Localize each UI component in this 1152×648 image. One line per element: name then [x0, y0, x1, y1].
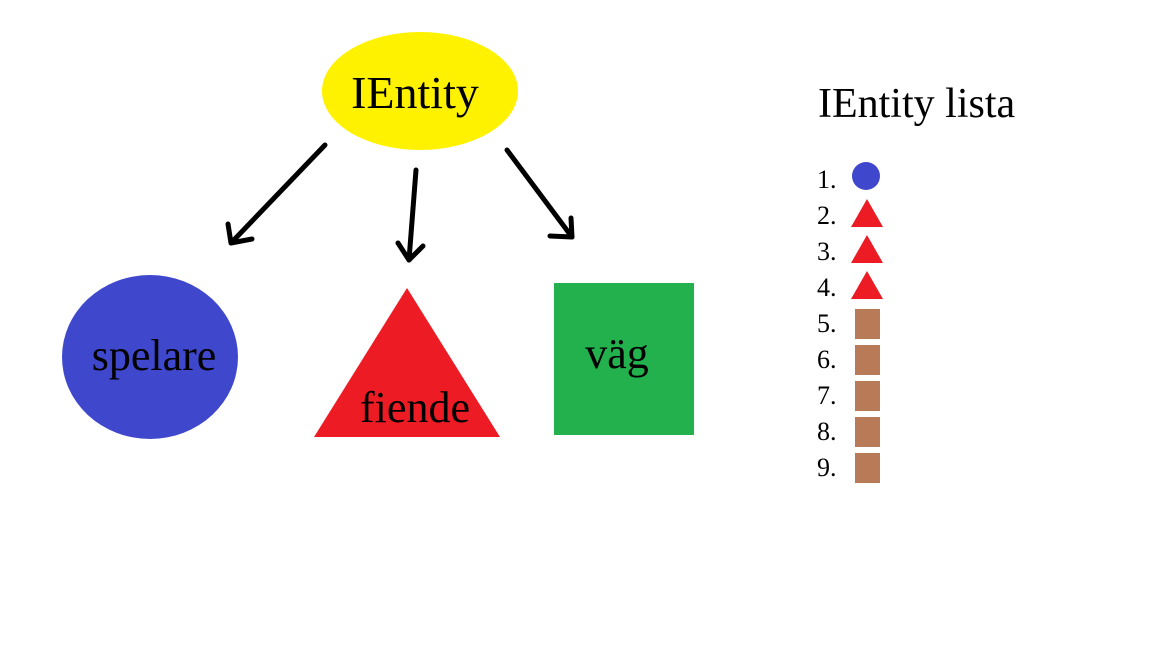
arrow-head — [225, 221, 255, 246]
node-vag: väg — [554, 283, 694, 435]
list-item-number: 1. — [817, 165, 837, 194]
vag-label: väg — [585, 329, 649, 378]
list-items: 1. 2. 3. 4. 5. 6. 7. 8. 9. — [817, 162, 883, 483]
list-title: IEntity lista — [818, 81, 1016, 127]
spelare-circle — [62, 275, 238, 439]
spelare-label: spelare — [92, 331, 217, 380]
list-item: 8. — [817, 417, 880, 447]
list-item: 9. — [817, 453, 880, 483]
list-item-number: 9. — [817, 453, 837, 482]
list-item-number: 8. — [817, 417, 837, 446]
node-spelare: spelare — [62, 275, 238, 439]
entity-list: IEntity lista 1. 2. 3. 4. 5. 6. 7. 8. 9. — [817, 81, 1016, 483]
list-item-number: 5. — [817, 309, 837, 338]
list-item: 6. — [817, 345, 880, 375]
list-item-circle — [852, 162, 880, 190]
arrow-shaft — [228, 142, 328, 246]
list-item-number: 3. — [817, 237, 837, 266]
list-item: 7. — [817, 381, 880, 411]
list-item-number: 4. — [817, 273, 837, 302]
arrow-shaft — [406, 167, 419, 263]
arrow-to-fiende — [395, 167, 426, 263]
list-item-number: 6. — [817, 345, 837, 374]
list-item-triangle — [851, 199, 883, 227]
list-item: 5. — [817, 309, 880, 339]
root-node: IEntity — [322, 32, 518, 150]
list-item: 1. — [817, 162, 880, 194]
list-item-square — [855, 381, 880, 411]
arrow-to-vag — [504, 147, 575, 240]
arrow-to-spelare — [225, 142, 328, 246]
list-item-triangle — [851, 271, 883, 299]
list-item-number: 2. — [817, 201, 837, 230]
list-item: 4. — [817, 271, 883, 302]
list-item: 3. — [817, 235, 883, 266]
root-label: IEntity — [351, 67, 479, 118]
arrow-shaft — [504, 147, 575, 240]
fiende-triangle — [314, 288, 500, 437]
list-item-square — [855, 417, 880, 447]
node-fiende: fiende — [314, 288, 500, 437]
arrow-head — [395, 240, 426, 263]
list-item: 2. — [817, 199, 883, 230]
list-item-square — [855, 345, 880, 375]
arrows — [225, 142, 575, 263]
list-item-triangle — [851, 235, 883, 263]
root-ellipse — [322, 32, 518, 150]
list-item-square — [855, 309, 880, 339]
list-item-square — [855, 453, 880, 483]
list-item-number: 7. — [817, 381, 837, 410]
fiende-label: fiende — [360, 383, 470, 432]
vag-square — [554, 283, 694, 435]
arrow-head — [547, 215, 575, 240]
